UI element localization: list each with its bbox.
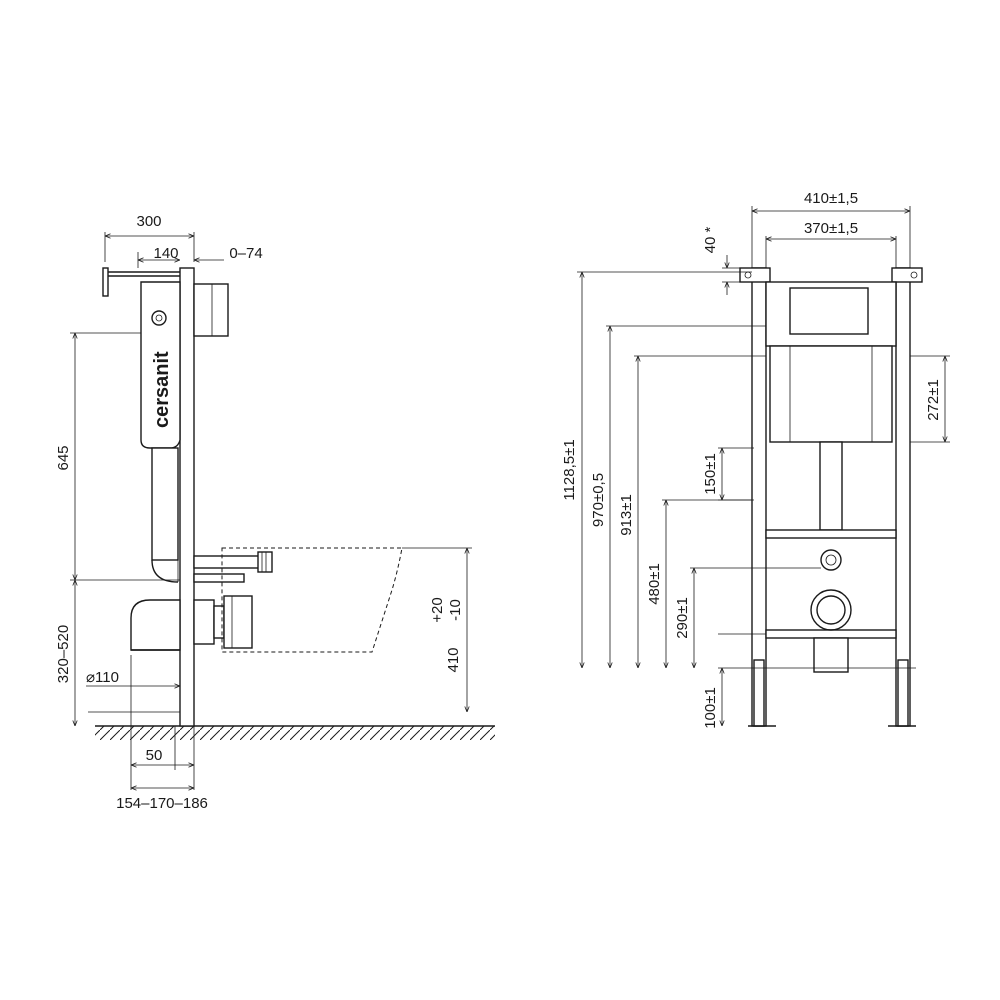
front-cistern-body bbox=[769, 345, 893, 443]
dim-140: 140 bbox=[153, 245, 178, 262]
cistern-valve-icon bbox=[151, 310, 167, 326]
dim-40: 40 * bbox=[702, 226, 719, 253]
frame-right-rail bbox=[895, 267, 911, 727]
dim-150: 150±1 bbox=[702, 453, 719, 495]
dim-290: 290±1 bbox=[674, 597, 691, 639]
dim-480: 480±1 bbox=[646, 563, 663, 605]
dim-diameter: ⌀110 bbox=[86, 669, 119, 686]
dim-272: 272±1 bbox=[925, 379, 942, 421]
dim-645: 645 bbox=[55, 445, 72, 470]
flush-plate-icon bbox=[789, 287, 869, 335]
dim-1128: 1128,5±1 bbox=[561, 439, 578, 500]
dim-0-74: 0–74 bbox=[229, 245, 262, 262]
dim-320-520: 320–520 bbox=[55, 625, 72, 683]
waste-connector bbox=[193, 599, 215, 645]
front-view: 410±1,5 370±1,5 40 * 1128,5±1 970±0,5 91… bbox=[561, 190, 950, 729]
dim-913: 913±1 bbox=[618, 494, 635, 536]
dim-tol-minus: -10 bbox=[447, 599, 464, 621]
dim-410: 410 bbox=[445, 647, 462, 672]
flush-pipe bbox=[151, 447, 179, 561]
waste-elbow bbox=[130, 599, 181, 651]
brand-label: cersanit bbox=[151, 351, 173, 428]
dim-410-1-5: 410±1,5 bbox=[804, 190, 858, 207]
waste-outlet-icon bbox=[810, 589, 852, 631]
toilet-bowl-outline bbox=[221, 547, 403, 653]
inlet-icon bbox=[820, 549, 842, 571]
frame-left-rail bbox=[751, 267, 767, 727]
dim-50: 50 bbox=[146, 747, 163, 764]
side-view: cersanit 300 140 0–74 645 bbox=[55, 213, 495, 812]
inlet-connector bbox=[193, 555, 261, 569]
frame-upright bbox=[179, 267, 195, 727]
flush-plate-box bbox=[193, 283, 229, 337]
front-flush-pipe bbox=[819, 441, 843, 531]
dim-100: 100±1 bbox=[702, 687, 719, 729]
dim-970: 970±0,5 bbox=[590, 473, 607, 527]
dim-tol-plus: +20 bbox=[429, 597, 446, 622]
dim-300: 300 bbox=[136, 213, 161, 230]
dim-370-1-5: 370±1,5 bbox=[804, 220, 858, 237]
floor-hatch bbox=[95, 726, 495, 740]
dim-154-186: 154–170–186 bbox=[116, 795, 208, 812]
